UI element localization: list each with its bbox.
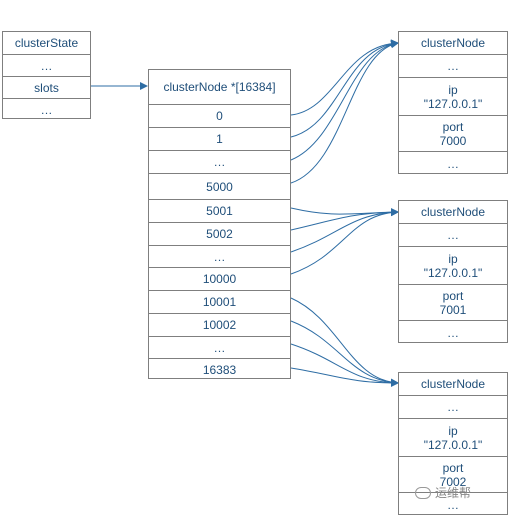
arrow-slot-10000 (290, 208, 399, 275)
slot-cell: 16383 (149, 358, 290, 380)
arrow-slot-1 (290, 39, 399, 138)
slot-cell: … (149, 336, 290, 358)
cluster-node-ip: ip"127.0.0.1" (399, 77, 507, 115)
cluster-node-ellipsis: … (399, 54, 507, 77)
cluster-state-slots: slots (3, 76, 90, 98)
slot-cell: 10000 (149, 267, 290, 290)
cluster-node-ellipsis: … (399, 223, 507, 246)
cluster-state-box: clusterState … slots … (2, 31, 91, 119)
slot-cell: 5001 (149, 199, 290, 222)
cluster-node-title: clusterNode (420, 36, 486, 50)
cluster-node-ip: ip"127.0.0.1" (399, 246, 507, 284)
arrow-slot-10001 (290, 297, 399, 387)
slot-cell: 5002 (149, 222, 290, 245)
watermark-text: 运维帮 (435, 486, 472, 500)
cluster-node-ellipsis: … (399, 320, 507, 344)
cluster-node-ellipsis: … (399, 492, 507, 516)
slot-cell: … (149, 245, 290, 267)
arrow-slot-mid-a (290, 42, 399, 161)
arrow-slot-10002 (290, 320, 399, 387)
cluster-state-ellipsis: … (3, 54, 90, 76)
arrow-slot-mid-c (290, 343, 399, 384)
arrow-slot-5002 (290, 208, 399, 231)
arrow-slot-mid-b (290, 211, 399, 253)
arrow-slot-16383 (290, 367, 399, 387)
cluster-node-ellipsis: … (399, 395, 507, 418)
slots-array-box: clusterNode *[16384] 0 1 … 5000 5001 500… (148, 69, 291, 379)
cluster-node-ip: ip"127.0.0.1" (399, 418, 507, 456)
slot-cell: 5000 (149, 173, 290, 199)
wechat-icon (415, 486, 431, 499)
slot-cell: 10002 (149, 313, 290, 336)
cluster-node-title: clusterNode (420, 205, 486, 219)
cluster-state-title: clusterState (14, 36, 79, 50)
arrow-slot-0 (290, 39, 399, 116)
slot-cell: … (149, 150, 290, 173)
watermark: 运维帮 (415, 484, 471, 501)
arrow-slot-5000 (290, 40, 399, 184)
cluster-node-ellipsis: … (399, 151, 507, 175)
slot-cell: 1 (149, 127, 290, 150)
cluster-node-title: clusterNode (420, 377, 486, 391)
slot-cell: 0 (149, 104, 290, 127)
cluster-state-ellipsis: … (3, 98, 90, 120)
slot-cell: 10001 (149, 290, 290, 313)
slots-array-title: clusterNode *[16384] (163, 80, 276, 94)
